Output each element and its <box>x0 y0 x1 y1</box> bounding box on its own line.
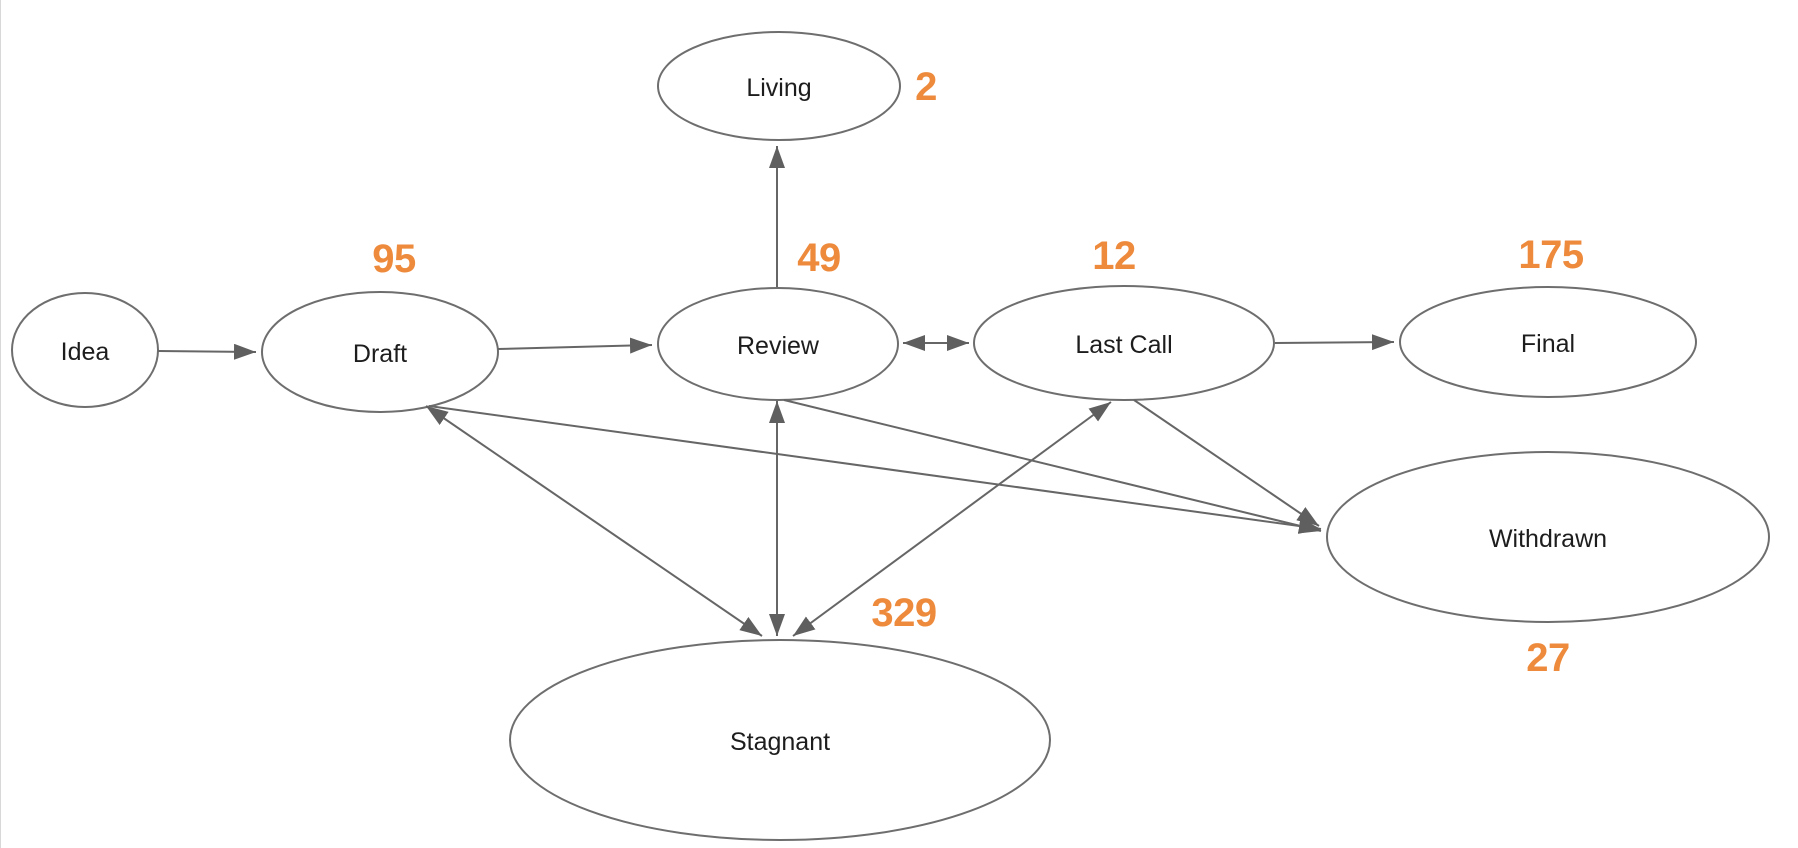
idea-ellipse <box>11 292 159 408</box>
living-ellipse <box>657 31 901 141</box>
withdrawn-count: 27 <box>1526 636 1570 680</box>
final-label: Final <box>1521 330 1575 358</box>
edge-draft-withdrawn <box>428 405 1322 534</box>
node-idea <box>11 292 159 408</box>
last-call-label: Last Call <box>1075 331 1172 359</box>
left-edge-divider <box>0 0 1 848</box>
withdrawn-label: Withdrawn <box>1489 525 1607 553</box>
draft-ellipse <box>261 291 499 413</box>
node-living <box>657 31 901 141</box>
edge-draft-review <box>497 337 653 354</box>
review-label: Review <box>737 332 820 360</box>
idea-label: Idea <box>61 338 110 366</box>
node-review <box>657 287 899 401</box>
final-ellipse <box>1399 286 1697 398</box>
edge-stagnant-last-call <box>792 401 1112 637</box>
edge-last-call-final <box>1274 334 1395 351</box>
edge-review-withdrawn <box>783 399 1322 534</box>
review-count: 49 <box>797 236 841 280</box>
draft-label: Draft <box>353 340 407 368</box>
last-call-count: 12 <box>1092 234 1136 278</box>
edge-draft-stagnant <box>425 405 763 637</box>
final-count: 175 <box>1518 233 1583 277</box>
stagnant-count: 329 <box>871 591 936 635</box>
node-stagnant <box>509 639 1051 841</box>
draft-count: 95 <box>372 237 416 281</box>
living-count: 2 <box>915 65 937 109</box>
edge-last-call-withdrawn <box>1133 399 1320 527</box>
node-last-call <box>973 285 1275 401</box>
stagnant-label: Stagnant <box>730 728 830 756</box>
withdrawn-ellipse <box>1326 451 1770 623</box>
edge-idea-draft <box>157 343 257 360</box>
living-label: Living <box>746 74 811 102</box>
last-call-ellipse <box>973 285 1275 401</box>
stagnant-ellipse <box>509 639 1051 841</box>
node-withdrawn <box>1326 451 1770 623</box>
node-final <box>1399 286 1697 398</box>
node-draft <box>261 291 499 413</box>
review-ellipse <box>657 287 899 401</box>
